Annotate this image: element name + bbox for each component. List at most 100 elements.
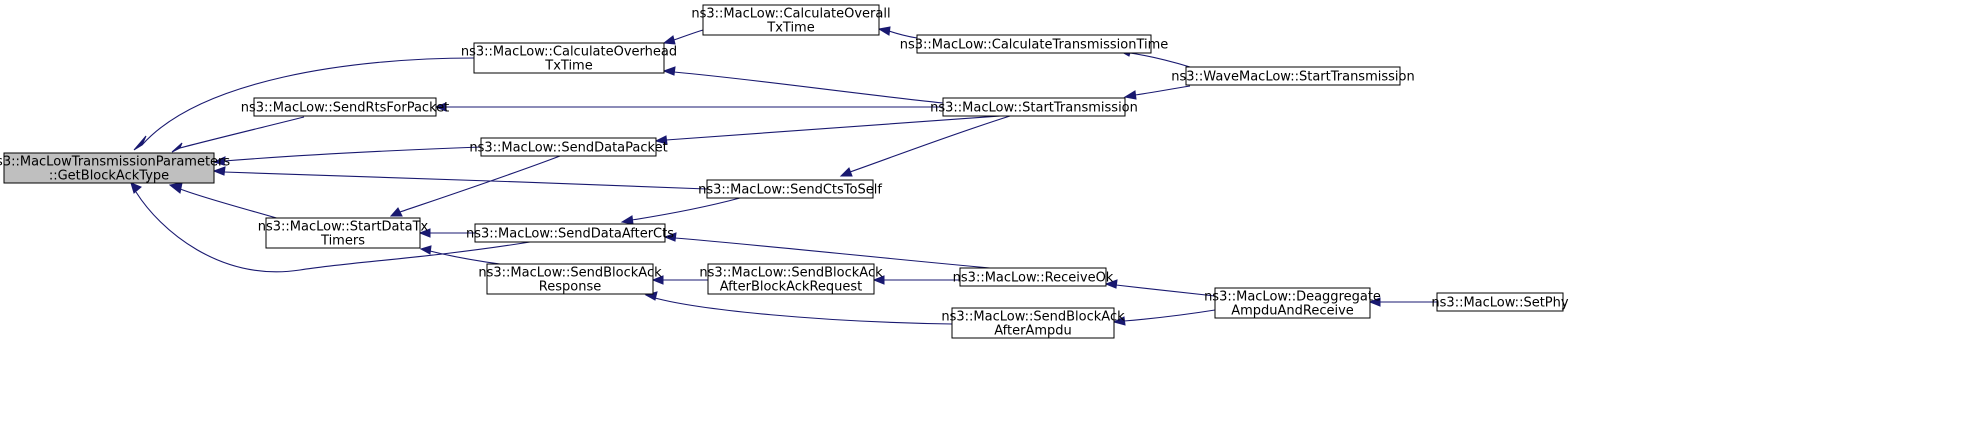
edge-n14-to-n8: [1123, 85, 1191, 100]
edge-arrowhead: [133, 135, 147, 151]
node-label-line: ns3::MacLow::SendRtsForPacket: [241, 101, 450, 116]
edge-arrowhead: [1112, 316, 1126, 326]
edge-arrowhead: [418, 228, 431, 238]
edge-line: [1115, 284, 1216, 297]
edge-line: [135, 191, 531, 273]
function-node[interactable]: ns3::MacLow::ReceiveOk: [953, 267, 1114, 287]
edge-n16-to-n15: [1368, 297, 1437, 307]
edge-line: [223, 171, 708, 190]
node-label-line: ns3::MacLow::SendBlockAck: [941, 310, 1125, 325]
edge-arrowhead: [1104, 279, 1118, 289]
edge-line: [631, 197, 741, 221]
edge-n8-to-n9: [839, 115, 1011, 177]
node-box: [1436, 292, 1564, 312]
node-label-line: ns3::MacLow::StartTransmission: [930, 101, 1138, 116]
node-box: [702, 4, 880, 36]
edge-arrowhead: [171, 142, 183, 153]
node-label-line: ns3::MacLow::SendBlockAck: [478, 266, 662, 281]
edge-line: [399, 155, 561, 213]
edge-n10-to-n6: [651, 275, 708, 285]
edge-line: [888, 30, 918, 39]
node-box: [959, 267, 1107, 287]
edge-n8-to-n1: [662, 66, 944, 104]
edge-line: [429, 250, 501, 265]
function-node[interactable]: ns3::MacLow::SendBlockAckAfterBlockAckRe…: [699, 263, 883, 295]
function-node[interactable]: ns3::MacLow::SetPhy: [1431, 292, 1569, 312]
edge-arrowhead: [662, 35, 676, 45]
node-label-line: ::GetBlockAckType: [49, 169, 169, 184]
edge-line: [1129, 52, 1191, 68]
edge-arrowhead: [654, 135, 668, 145]
edge-arrowhead: [168, 182, 183, 194]
edge-arrowhead: [1123, 90, 1137, 100]
node-box: [916, 34, 1152, 54]
node-label-line: ns3::MacLow::SendDataPacket: [469, 141, 667, 156]
function-node[interactable]: ns3::MacLow::StartTransmission: [930, 97, 1138, 117]
node-label-line: ns3::MacLow::CalculateOverall: [691, 7, 890, 22]
function-node[interactable]: ns3::MacLow::SendRtsForPacket: [241, 97, 450, 117]
edge-arrowhead: [212, 156, 226, 166]
edge-n3-to-n0: [212, 146, 482, 166]
edge-arrowhead: [1368, 297, 1381, 307]
edge-line: [673, 71, 944, 104]
node-box: [474, 223, 666, 243]
edge-n11-to-n7: [877, 26, 918, 39]
node-label-line: ns3::MacLow::SetPhy: [1431, 296, 1568, 311]
node-label-line: AfterBlockAckRequest: [720, 280, 863, 295]
edge-line: [673, 29, 704, 41]
edge-n12-to-n5: [663, 232, 991, 269]
edge-arrowhead: [662, 66, 676, 76]
edge-n15-to-n12: [1104, 279, 1216, 297]
node-label-line: Timers: [320, 234, 365, 249]
focus-function-node[interactable]: ns3::MacLowTransmissionParameters::GetBl…: [0, 152, 230, 184]
edge-arrowhead: [620, 215, 634, 225]
edge-arrowhead: [130, 182, 142, 194]
node-box: [253, 97, 437, 117]
node-label-line: ns3::WaveMacLow::StartTransmission: [1171, 70, 1414, 85]
edge-line: [654, 297, 953, 325]
function-node[interactable]: ns3::MacLow::SendDataPacket: [469, 137, 668, 157]
node-label-line: ns3::MacLow::CalculateTransmissionTime: [900, 38, 1169, 53]
node-box: [473, 42, 665, 74]
node-box: [951, 307, 1115, 339]
function-nodes: ns3::MacLowTransmissionParameters::GetBl…: [0, 4, 1569, 339]
node-box: [486, 263, 654, 295]
node-label-line: ns3::MacLow::SendBlockAck: [699, 266, 883, 281]
function-node[interactable]: ns3::MacLow::SendCtsToSelf: [698, 179, 882, 199]
function-node[interactable]: ns3::MacLow::CalculateTransmissionTime: [900, 34, 1169, 54]
edge-arrowhead: [651, 275, 664, 285]
edge-arrowhead: [839, 167, 853, 177]
node-label-line: ns3::MacLow::SendCtsToSelf: [698, 183, 882, 198]
node-box: [265, 217, 421, 249]
edge-line: [674, 237, 991, 269]
edge-n9-to-n0: [212, 166, 708, 190]
node-label-line: TxTime: [544, 59, 592, 74]
node-box: [706, 179, 874, 199]
node-label-line: TxTime: [766, 21, 814, 36]
function-node[interactable]: ns3::MacLow::SendDataAfterCts: [466, 223, 674, 243]
edge-line: [141, 57, 475, 146]
edge-arrowhead: [872, 275, 885, 285]
node-box: [1185, 66, 1401, 86]
edge-n6-to-n4: [419, 245, 501, 265]
edge-arrowhead: [877, 26, 891, 36]
edge-n13-to-n6: [644, 291, 953, 325]
edge-n8-to-n3: [654, 115, 1001, 145]
edge-n12-to-n10: [872, 275, 960, 285]
node-box: [1214, 287, 1371, 319]
node-label-line: AfterAmpdu: [994, 324, 1072, 339]
edge-n5-to-n4: [418, 228, 475, 238]
function-node[interactable]: ns3::WaveMacLow::StartTransmission: [1171, 66, 1415, 86]
edge-n8-to-n2: [434, 102, 943, 112]
node-label-line: ns3::MacLow::ReceiveOk: [953, 271, 1114, 286]
edge-n3-to-n4: [389, 155, 561, 217]
edge-arrowhead: [663, 232, 677, 242]
edge-n7-to-n1: [662, 29, 704, 45]
